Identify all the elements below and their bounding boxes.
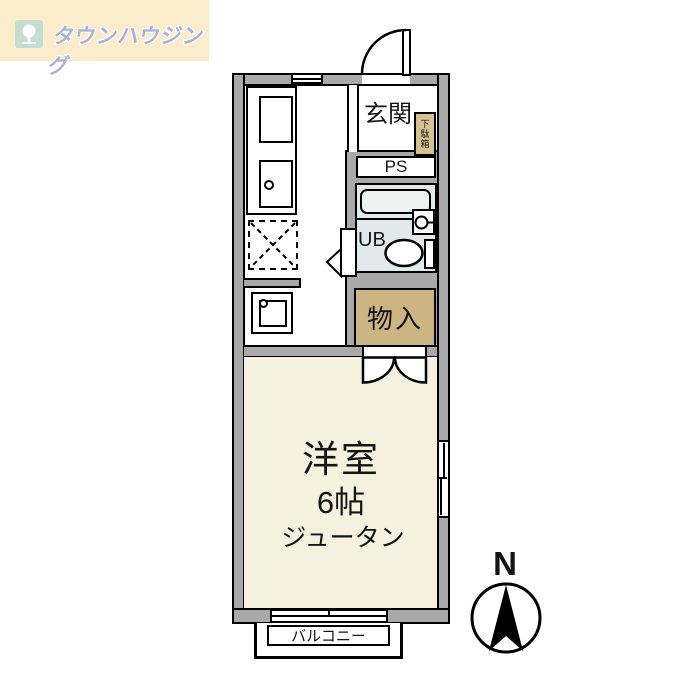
storage-door-opening bbox=[362, 347, 427, 358]
balcony-window bbox=[270, 609, 388, 623]
unit-bath-divider-line bbox=[357, 218, 415, 220]
compass-circle bbox=[470, 582, 542, 654]
window-pane-line bbox=[293, 78, 321, 80]
genkan-label: 玄関 bbox=[364, 101, 412, 128]
entrance-door-leaf bbox=[402, 29, 411, 76]
entrance-door-arc bbox=[360, 28, 407, 75]
kitchen-window bbox=[291, 73, 323, 86]
western-room-name: 洋室 bbox=[302, 439, 380, 480]
washbasin bbox=[412, 209, 435, 235]
balcony-label: バルコニー bbox=[291, 628, 366, 645]
pipe-space-box: PS bbox=[356, 156, 436, 178]
western-room-size: 6帖 bbox=[316, 485, 366, 520]
storage-label: 物入 bbox=[366, 304, 423, 334]
logo-brand-text: タウンハウジング bbox=[46, 25, 206, 78]
pipe-space-label: PS bbox=[384, 157, 408, 176]
tree-icon bbox=[22, 24, 36, 44]
western-room-flooring: ジュータン bbox=[281, 524, 405, 552]
unit-bath-label: UB bbox=[358, 229, 386, 251]
room-side-window bbox=[437, 440, 450, 518]
shoe-cabinet-label: 下駄箱 bbox=[419, 119, 430, 149]
kitchen-sink bbox=[259, 96, 293, 143]
refrigerator-space bbox=[248, 220, 298, 270]
wall-top bbox=[232, 73, 450, 86]
wall-stub bbox=[244, 278, 301, 288]
wall-genkan-divider bbox=[347, 85, 359, 152]
unit-bath-door-panel bbox=[340, 228, 357, 277]
compass-needle bbox=[489, 585, 523, 651]
wall-right bbox=[437, 73, 450, 624]
compass-north-label: N bbox=[493, 545, 517, 582]
balcony-label-box: バルコニー bbox=[267, 625, 390, 646]
toilet-tank bbox=[424, 239, 435, 269]
logo-banner: タウンハウジング bbox=[0, 0, 209, 78]
western-room-floor bbox=[244, 357, 437, 608]
shoe-cabinet-box: 下駄箱 bbox=[414, 112, 436, 156]
kitchen-knob bbox=[264, 180, 274, 190]
storage-box: 物入 bbox=[354, 288, 436, 347]
unit-bath-door-triangle bbox=[325, 246, 342, 279]
washer-tap bbox=[259, 299, 268, 308]
logo-tree-badge bbox=[15, 20, 43, 48]
window-pane-line bbox=[293, 82, 321, 84]
